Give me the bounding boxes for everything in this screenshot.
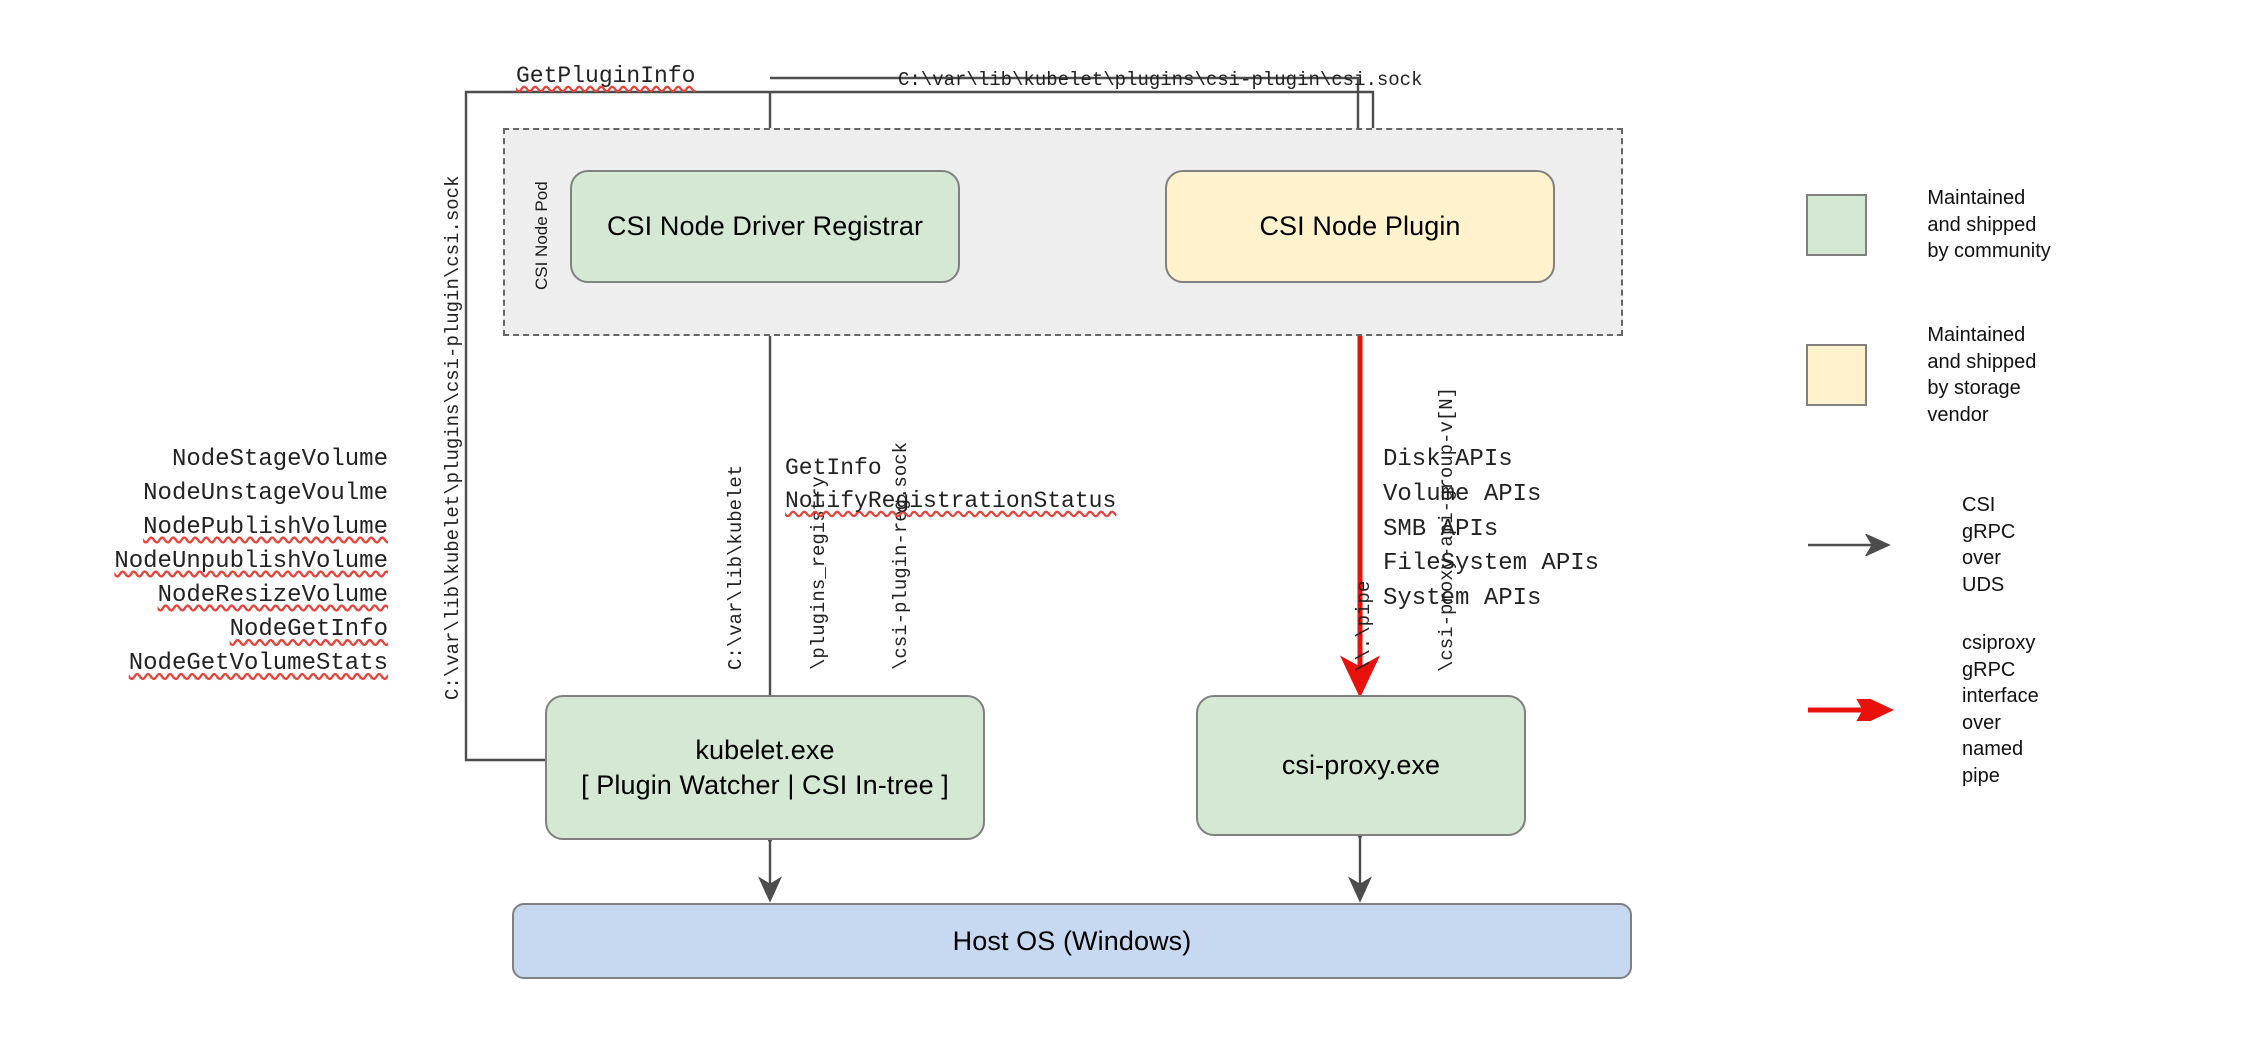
proxy-api-item: System APIs — [1383, 585, 1542, 613]
kubelet-box[interactable]: kubelet.exe [ Plugin Watcher | CSI In-tr… — [545, 695, 985, 840]
csi-sock-path-top-label: C:\var\lib\kubelet\plugins\csi-plugin\cs… — [898, 69, 1423, 91]
notify-registration-status-label: NotifyRegistrationStatus — [785, 488, 1117, 514]
csi-proxy-box[interactable]: csi-proxy.exe — [1196, 695, 1526, 836]
node-api-item: NodeUnpublishVolume — [114, 548, 388, 576]
csi-node-driver-registrar-label: CSI Node Driver Registrar — [606, 211, 924, 242]
kubelet-label-line1: kubelet.exe — [695, 734, 835, 765]
legend-item-vendor: Maintained and shipped by storage vendor — [1806, 322, 2060, 428]
get-plugin-info-label: GetPluginInfo — [516, 63, 696, 89]
node-api-list: NodeStageVolume NodeUnstageVoulme NodePu… — [68, 443, 388, 682]
kubelet-label-line2: [ Plugin Watcher | CSI In-tree ] — [581, 769, 949, 800]
proxy-api-list: Disk APIs Volume APIs SMB APIs FileSyste… — [1383, 443, 1599, 617]
csi-sock-path-vertical-label: C:\var\lib\kubelet\plugins\csi-plugin\cs… — [442, 175, 464, 701]
csi-node-driver-registrar-box[interactable]: CSI Node Driver Registrar — [570, 170, 960, 283]
get-info-label: GetInfo — [785, 455, 882, 481]
csi-node-pod-label: CSI Node Pod — [532, 181, 551, 290]
node-api-item: NodeUnstageVoulme — [143, 480, 388, 508]
registry-path-line-1: C:\var\lib\kubelet — [725, 464, 748, 670]
node-api-item: NodeGetVolumeStats — [128, 650, 388, 678]
proxy-api-item: FileSystem APIs — [1383, 550, 1600, 578]
legend-label-csiproxy-grpc: csiproxy gRPC interface over named pipe — [1962, 632, 2039, 787]
node-api-item: NodeGetInfo — [229, 616, 388, 644]
proxy-api-item: SMB APIs — [1383, 515, 1499, 543]
node-api-item: NodeStageVolume — [171, 446, 388, 473]
legend-swatch-green-icon — [1806, 193, 1868, 256]
registry-path-line-3: \csi-plugin-reg.sock — [890, 441, 913, 670]
host-os-box[interactable]: Host OS (Windows) — [512, 903, 1632, 979]
csi-node-plugin-label: CSI Node Plugin — [1259, 211, 1461, 242]
legend-label-community: Maintained and shipped by community — [1927, 187, 2051, 263]
node-api-item: NodePublishVolume — [143, 514, 388, 542]
legend-item-csi-grpc: CSI gRPC over UDS — [1806, 492, 2015, 598]
proxy-api-item: Volume APIs — [1383, 480, 1542, 508]
csi-proxy-label: csi-proxy.exe — [1281, 750, 1441, 781]
pipe-line-1: \\.\pipe — [1353, 580, 1376, 672]
host-os-label: Host OS (Windows) — [952, 925, 1192, 956]
legend-arrow-red-icon — [1806, 689, 1902, 730]
legend-arrow-gray-icon — [1806, 533, 1902, 558]
legend-label-vendor: Maintained and shipped by storage vendor — [1927, 324, 2037, 426]
node-api-item: NodeResizeVolume — [157, 582, 388, 610]
proxy-api-item: Disk APIs — [1383, 446, 1513, 473]
legend-item-csiproxy-grpc: csiproxy gRPC interface over named pipe — [1806, 630, 2039, 790]
legend-swatch-yellow-icon — [1806, 344, 1868, 407]
legend-item-community: Maintained and shipped by community — [1806, 185, 2060, 265]
csi-node-plugin-box[interactable]: CSI Node Plugin — [1165, 170, 1555, 283]
legend-label-csi-grpc: CSI gRPC over UDS — [1962, 494, 2016, 596]
